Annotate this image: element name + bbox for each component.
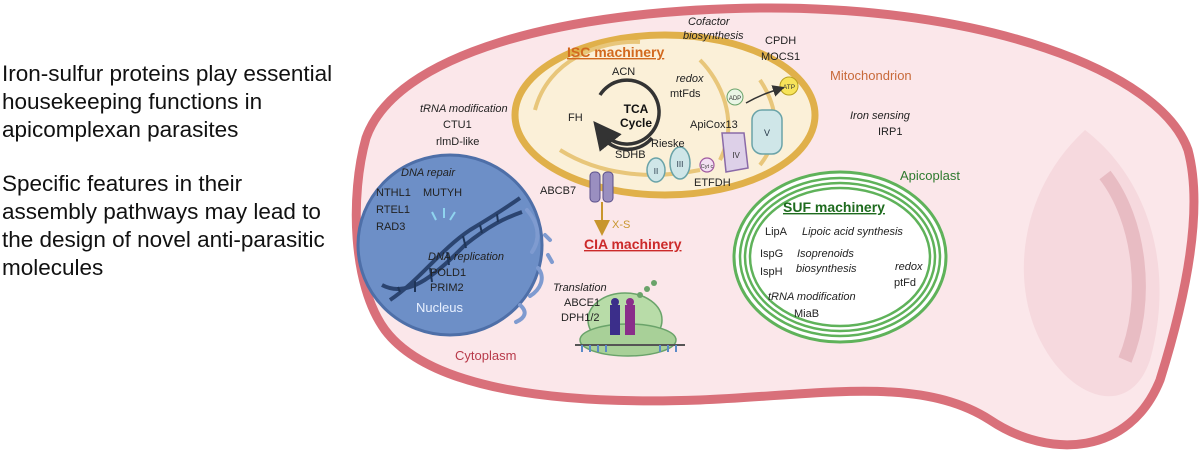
isoprenoids-label-1: Isoprenoids <box>797 248 854 260</box>
cyt-c-label: Cyt c <box>701 164 714 170</box>
rlmd-like-label: rlmD-like <box>436 136 479 148</box>
lipa-label: LipA <box>765 226 788 238</box>
complex-ii-label: II <box>654 167 658 176</box>
apicox13-label: ApiCox13 <box>690 119 738 131</box>
ptfd-label: ptFd <box>894 277 916 289</box>
cofactor-label-1: Cofactor <box>688 16 731 28</box>
rad3-label: RAD3 <box>376 221 405 233</box>
ribosome <box>575 280 685 357</box>
translation-label: Translation <box>553 282 607 294</box>
apicoplast <box>732 170 948 344</box>
etfdh-label: ETFDH <box>694 177 731 189</box>
lipoic-acid-label: Lipoic acid synthesis <box>802 226 903 238</box>
redox-label: redox <box>676 73 704 85</box>
irp1-label: IRP1 <box>878 126 902 138</box>
suf-machinery-label: SUF machinery <box>783 199 885 215</box>
intro-paragraph-2: Specific features in their assembly path… <box>2 171 325 280</box>
iron-sensing-label: Iron sensing <box>850 110 911 122</box>
adp-label: ADP <box>729 96 741 102</box>
sdhb-label: SDHB <box>615 149 646 161</box>
complex-iv-label: IV <box>732 151 740 160</box>
isph-label: IspH <box>760 266 783 278</box>
miab-label: MiaB <box>794 308 819 320</box>
dna-replication-label: DNA replication <box>428 251 504 263</box>
apical-ring <box>1099 170 1146 363</box>
dph12-label: DPH1/2 <box>561 312 600 324</box>
mtfds-label: mtFds <box>670 88 701 100</box>
cytoplasm-label: Cytoplasm <box>455 348 516 363</box>
abce1-label: ABCE1 <box>564 297 600 309</box>
mitochondrion-label: Mitochondrion <box>830 68 912 83</box>
acn-label: ACN <box>612 66 635 78</box>
apicoplast-label: Apicoplast <box>900 168 960 183</box>
prim2-label: PRIM2 <box>430 282 464 294</box>
nucleus-label: Nucleus <box>416 300 463 315</box>
intro-paragraph-1: Iron-sulfur proteins play essential hous… <box>2 61 333 142</box>
abcb7-label: ABCB7 <box>540 185 576 197</box>
atp-label: ATP <box>783 84 795 91</box>
electron-transport-chain: II III Cyt c IV V ADP ATP <box>646 76 799 183</box>
redox-apico-label: redox <box>895 261 923 273</box>
isoprenoids-label-2: biosynthesis <box>796 263 857 275</box>
trna-modification-apico-label: tRNA modification <box>768 291 856 303</box>
nthl1-label: NTHL1 <box>376 187 411 199</box>
abcb7-transporter <box>589 171 614 236</box>
mutyh-label: MUTYH <box>423 187 462 199</box>
rtel1-label: RTEL1 <box>376 204 410 216</box>
isc-machinery-label: ISC machinery <box>567 44 664 60</box>
complex-iii-label: III <box>677 160 684 169</box>
cia-machinery-label: CIA machinery <box>584 236 682 252</box>
ispg-label: IspG <box>760 248 783 260</box>
nucleus <box>356 153 544 337</box>
x-s-label: X-S <box>612 219 630 231</box>
endoplasmic-reticulum <box>514 208 554 324</box>
rieske-label: Rieske <box>651 138 685 150</box>
mocs1-label: MOCS1 <box>761 51 800 63</box>
tca-label-1: TCA <box>624 102 649 116</box>
pold1-label: POLD1 <box>430 267 466 279</box>
trna-modification-cyto-label: tRNA modification <box>420 103 508 115</box>
intro-text: Iron-sulfur proteins play essential hous… <box>2 60 342 308</box>
fh-label: FH <box>568 112 583 124</box>
dna-repair-label: DNA repair <box>401 167 456 179</box>
complex-v-label: V <box>764 128 770 138</box>
tca-label-2: Cycle <box>620 116 652 130</box>
ctu1-label: CTU1 <box>443 119 472 131</box>
cpdh-label: CPDH <box>765 35 796 47</box>
cofactor-label-2: biosynthesis <box>683 30 744 42</box>
tca-cycle: TCA Cycle <box>593 78 661 152</box>
